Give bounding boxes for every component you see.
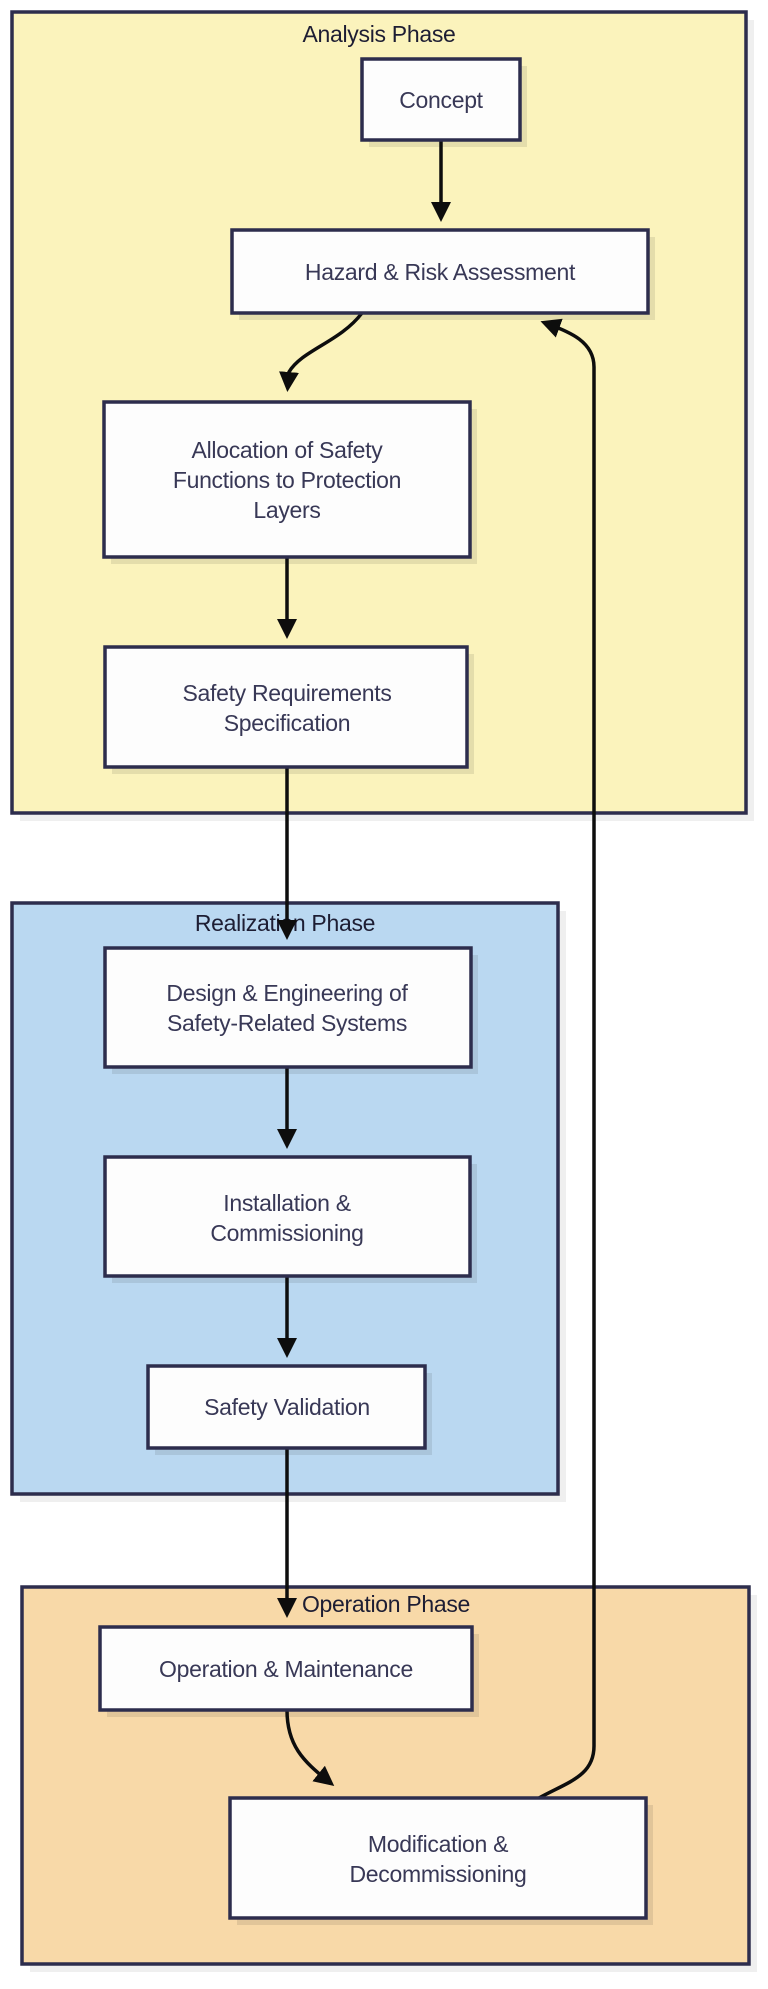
operation-node-label: Operation & Maintenance <box>159 1656 413 1682</box>
analysis-phase-label: Analysis Phase <box>302 21 455 47</box>
edge-modification-to-hazard-feedback <box>538 318 596 1800</box>
edge-operation-to-modification <box>285 1709 335 1786</box>
srs-node-box <box>103 645 469 769</box>
safety-requirements-node: Safety Requirements Specification <box>103 645 469 769</box>
design-node-label-line1: Design & Engineering of <box>166 980 408 1006</box>
allocation-node: Allocation of Safety Functions to Protec… <box>102 400 472 559</box>
edge-hazard-to-allocation <box>279 311 364 392</box>
concept-node: Concept <box>360 57 522 142</box>
modification-decommissioning-node: Modification & Decommissioning <box>228 1796 648 1920</box>
allocation-node-label-line2: Functions to Protection <box>173 467 401 493</box>
design-node-label-line2: Safety-Related Systems <box>167 1010 407 1036</box>
install-node-label-line1: Installation & <box>223 1190 351 1216</box>
concept-node-label: Concept <box>399 87 483 113</box>
allocation-node-label-line3: Layers <box>253 497 320 523</box>
hazard-risk-assessment-node: Hazard & Risk Assessment <box>230 228 650 315</box>
validation-node-label: Safety Validation <box>204 1394 370 1420</box>
concept-node-box <box>360 57 522 142</box>
install-node-label-line2: Commissioning <box>210 1220 363 1246</box>
operation-maintenance-node: Operation & Maintenance <box>98 1625 474 1712</box>
design-engineering-node: Design & Engineering of Safety-Related S… <box>103 946 473 1069</box>
modification-node-box <box>228 1796 648 1920</box>
srs-node-label-line1: Safety Requirements <box>182 680 391 706</box>
srs-node-label-line2: Specification <box>224 710 351 736</box>
operation-node-box <box>98 1625 474 1712</box>
operation-phase-label: Operation Phase <box>302 1591 470 1617</box>
hazard-node-box <box>230 228 650 315</box>
install-node-box <box>103 1155 472 1278</box>
installation-commissioning-node: Installation & Commissioning <box>103 1155 472 1278</box>
design-node-box <box>103 946 473 1069</box>
modification-node-label-line1: Modification & <box>368 1831 508 1857</box>
modification-node-label-line2: Decommissioning <box>349 1861 526 1887</box>
allocation-node-label-line1: Allocation of Safety <box>192 437 384 463</box>
allocation-node-box <box>102 400 472 559</box>
realization-phase-label: Realization Phase <box>195 910 375 936</box>
hazard-node-label: Hazard & Risk Assessment <box>305 259 576 285</box>
validation-node-box <box>146 1364 427 1450</box>
safety-validation-node: Safety Validation <box>146 1364 427 1450</box>
